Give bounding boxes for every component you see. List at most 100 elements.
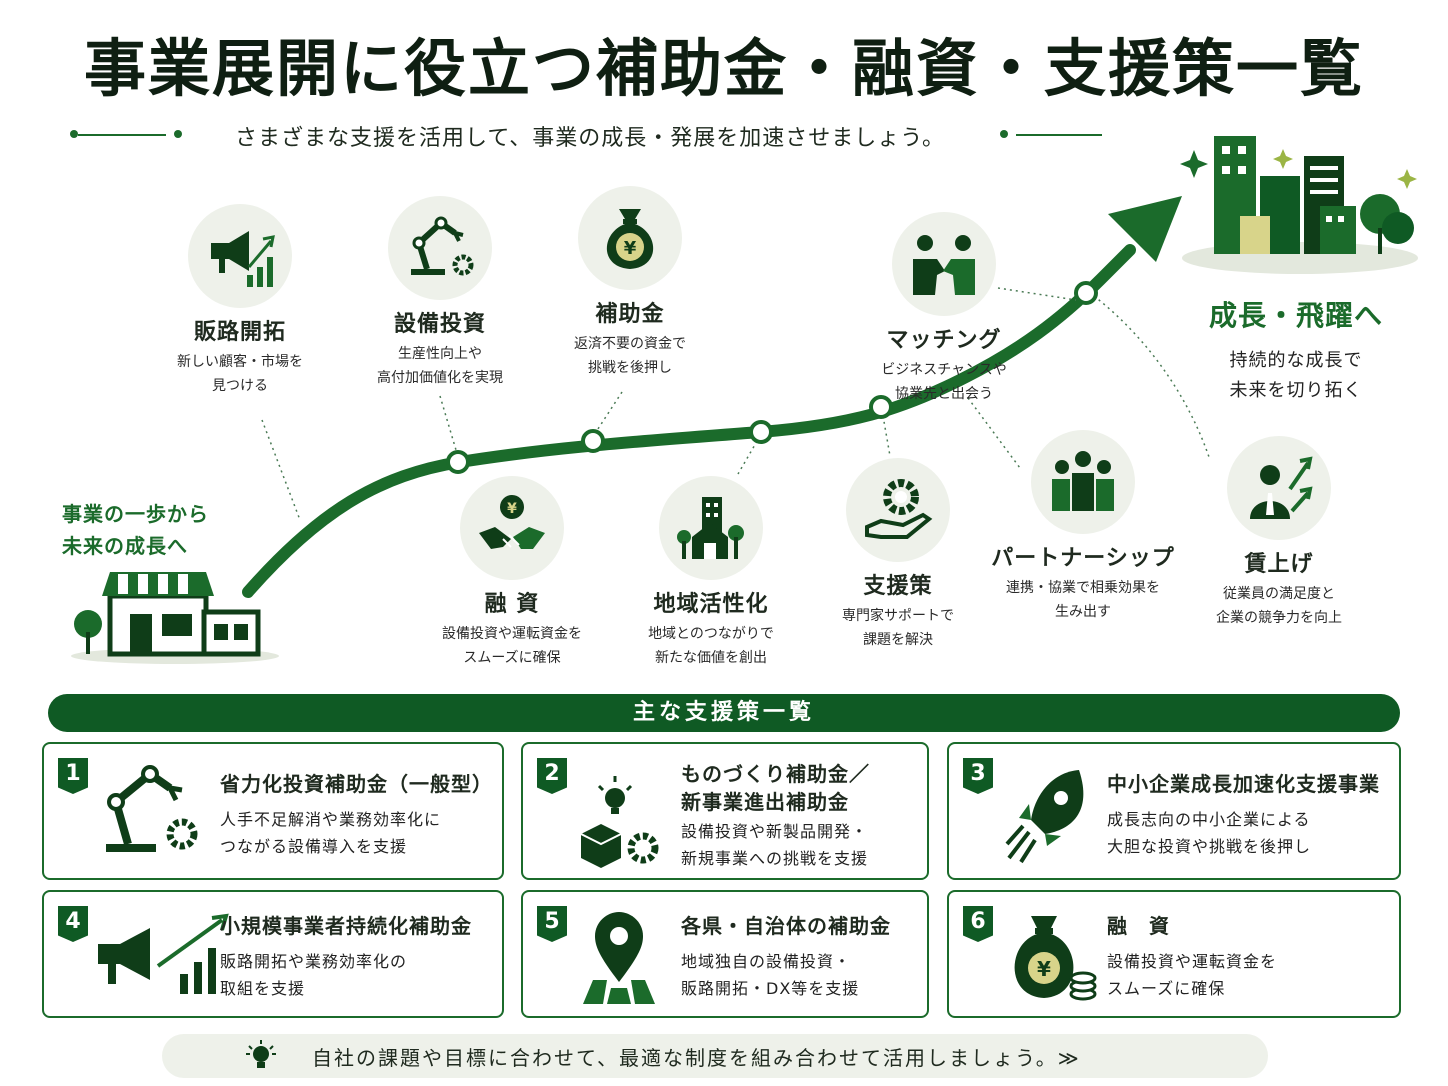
megaphone-chart-icon: [98, 906, 248, 1010]
node-desc: 生産性向上や高付加価値化を実現: [360, 342, 520, 390]
card-desc: 設備投資や新製品開発・新規事業への挑戦を支援: [681, 818, 868, 872]
growth-arrow-head: [1108, 196, 1182, 262]
support-card-1[interactable]: 1 省力化投資補助金（一般型） 人手不足解消や業務効率化につながる設備導入を支援: [42, 742, 504, 880]
svg-text:¥: ¥: [624, 238, 637, 259]
node-desc-line1: 従業員の満足度と: [1223, 586, 1335, 602]
start-label: 事業の一歩から 未来の成長へ: [62, 498, 209, 562]
card-number-badge: 3: [963, 758, 993, 794]
footer-bar: 自社の課題や目標に合わせて、最適な制度を組み合わせて活用しましょう。≫: [162, 1034, 1268, 1078]
subtitle: さまざまな支援を活用して、事業の成長・発展を加速させましょう。: [235, 126, 945, 151]
rocket-icon: [1003, 758, 1093, 872]
curve-nodes: [446, 281, 1098, 474]
node-desc: 設備投資や運転資金をスムーズに確保: [422, 622, 602, 670]
node-label: 販路開拓: [193, 320, 286, 345]
growth-curve-path: [242, 244, 1136, 598]
goal-desc-line1: 持続的な成長で: [1229, 350, 1363, 371]
node-desc-line1: 地域とのつながりで: [648, 626, 774, 642]
node-label: 地域活性化: [653, 592, 769, 617]
node-label: 融 資: [484, 592, 540, 617]
shop-icon: [70, 566, 280, 670]
node-label: 賃上げ: [1244, 552, 1314, 577]
robot-arm-icon: [388, 196, 492, 300]
card-desc-line2: スムーズに確保: [1107, 979, 1226, 998]
node-desc-line2: 高付加価値化を実現: [377, 370, 503, 386]
node-desc-line2: 挑戦を後押し: [588, 360, 672, 376]
card-desc-line2: 大胆な投資や挑戦を後押し: [1107, 837, 1312, 856]
card-title-line2: 新事業進出補助金: [681, 790, 849, 814]
money-bag-icon: ¥: [578, 186, 682, 290]
card-desc-line1: 販路開拓や業務効率化の: [220, 952, 408, 971]
card-desc: 販路開拓や業務効率化の取組を支援: [220, 948, 407, 1002]
node-desc: 返済不要の資金で挑戦を後押し: [550, 332, 710, 380]
node-desc-line1: 返済不要の資金で: [574, 336, 686, 352]
node-desc-line1: ビジネスチャンスや: [881, 362, 1007, 378]
robot-arm-icon: [98, 758, 248, 872]
node-desc-line2: 企業の競争力を向上: [1216, 610, 1342, 626]
node-desc-line1: 生産性向上や: [398, 346, 482, 362]
node-desc-line2: 新たな価値を創出: [655, 650, 767, 666]
support-card-6[interactable]: 6 ¥ 融 資 設備投資や運転資金をスムーズに確保: [947, 890, 1401, 1018]
card-title: 各県・自治体の補助金: [681, 914, 891, 938]
support-card-2[interactable]: 2 ものづくり補助金／ 新事業進出補助金 設備投資や新製品開発・新規事業への挑戦を…: [521, 742, 929, 880]
card-number-badge: 4: [58, 906, 88, 942]
support-card-4[interactable]: 4 小規模事業者持続化補助金 販路開拓や業務効率化の取組を支援: [42, 890, 504, 1018]
subtitle-row: さまざまな支援を活用して、事業の成長・発展を加速させましょう。: [70, 120, 1110, 151]
gear-hand-icon: [846, 458, 950, 562]
start-label-line1: 事業の一歩から: [62, 502, 209, 526]
node-label: 補助金: [595, 302, 665, 327]
card-desc: 成長志向の中小企業による大胆な投資や挑戦を後押し: [1107, 806, 1311, 860]
node-desc: ビジネスチャンスや協業先と出会う: [862, 358, 1026, 406]
node-desc-line2: スムーズに確保: [463, 650, 561, 666]
money-bag-coins-icon: ¥: [1003, 906, 1103, 1010]
goal-label: 成長・飛躍へ: [1208, 299, 1383, 332]
node-desc: 従業員の満足度と企業の競争力を向上: [1196, 582, 1362, 630]
card-title: 省力化投資補助金（一般型）: [220, 772, 493, 796]
lightbulb-icon: [246, 1040, 276, 1076]
node-desc-line1: 専門家サポートで: [842, 608, 954, 624]
group-icon: [1031, 430, 1135, 534]
node-label: パートナーシップ: [991, 546, 1175, 571]
node-wage-increase: 賃上げ 従業員の満足度と企業の競争力を向上: [1196, 436, 1362, 630]
card-desc-line2: 取組を支援: [220, 979, 306, 998]
footer-text[interactable]: 自社の課題や目標に合わせて、最適な制度を組み合わせて活用しましょう。≫: [312, 1046, 1081, 1070]
node-matching: マッチング ビジネスチャンスや協業先と出会う: [862, 212, 1026, 406]
node-desc-line2: 見つける: [212, 378, 268, 394]
node-desc: 地域とのつながりで新たな価値を創出: [626, 622, 796, 670]
megaphone-chart-icon: [188, 204, 292, 308]
node-support-measures: 支援策 専門家サポートで課題を解決: [818, 458, 978, 652]
section-banner: 主な支援策一覧: [48, 694, 1400, 732]
goal-desc-line2: 未来を切り拓く: [1229, 380, 1363, 401]
card-number-badge: 5: [537, 906, 567, 942]
page-title: 事業展開に役立つ補助金・融資・支援策一覧: [83, 32, 1364, 105]
card-number-badge: 2: [537, 758, 567, 794]
map-pin-icon: [577, 906, 667, 1010]
node-desc: 専門家サポートで課題を解決: [818, 604, 978, 652]
handshake-people-icon: [892, 212, 996, 316]
card-desc-line2: 販路開拓・DX等を支援: [681, 979, 860, 998]
start-label-line2: 未来の成長へ: [62, 534, 188, 558]
card-title-line1: ものづくり補助金／: [681, 762, 870, 786]
svg-text:¥: ¥: [1037, 957, 1051, 981]
node-desc: 新しい顧客・市場を見つける: [160, 350, 320, 398]
card-desc-line1: 成長志向の中小企業による: [1107, 810, 1311, 829]
subtitle-right-dot: [1000, 130, 1008, 138]
support-card-5[interactable]: 5 各県・自治体の補助金 地域独自の設備投資・販路開拓・DX等を支援: [521, 890, 929, 1018]
node-desc-line2: 生み出す: [1055, 604, 1111, 620]
person-growth-icon: [1227, 436, 1331, 540]
card-desc-line1: 設備投資や新製品開発・: [681, 822, 869, 841]
card-desc-line1: 人手不足解消や業務効率化に: [220, 810, 442, 829]
node-partnership: パートナーシップ 連携・協業で相乗効果を生み出す: [990, 430, 1176, 624]
node-desc-line1: 連携・協業で相乗効果を: [1006, 580, 1160, 596]
support-card-3[interactable]: 3 中小企業成長加速化支援事業 成長志向の中小企業による大胆な投資や挑戦を後押し: [947, 742, 1401, 880]
card-number-badge: 1: [58, 758, 88, 794]
subtitle-right-line: [1016, 134, 1102, 136]
card-title: ものづくり補助金／ 新事業進出補助金: [681, 760, 870, 816]
node-label: 設備投資: [393, 312, 486, 337]
subtitle-left-dot: [70, 130, 78, 138]
node-desc-line2: 課題を解決: [863, 632, 933, 648]
node-sales-channel: 販路開拓 新しい顧客・市場を見つける: [160, 204, 320, 398]
card-desc-line1: 地域独自の設備投資・: [681, 952, 852, 971]
card-title: 中小企業成長加速化支援事業: [1107, 772, 1380, 796]
town-icon: [659, 476, 763, 580]
node-label: 支援策: [863, 574, 933, 599]
